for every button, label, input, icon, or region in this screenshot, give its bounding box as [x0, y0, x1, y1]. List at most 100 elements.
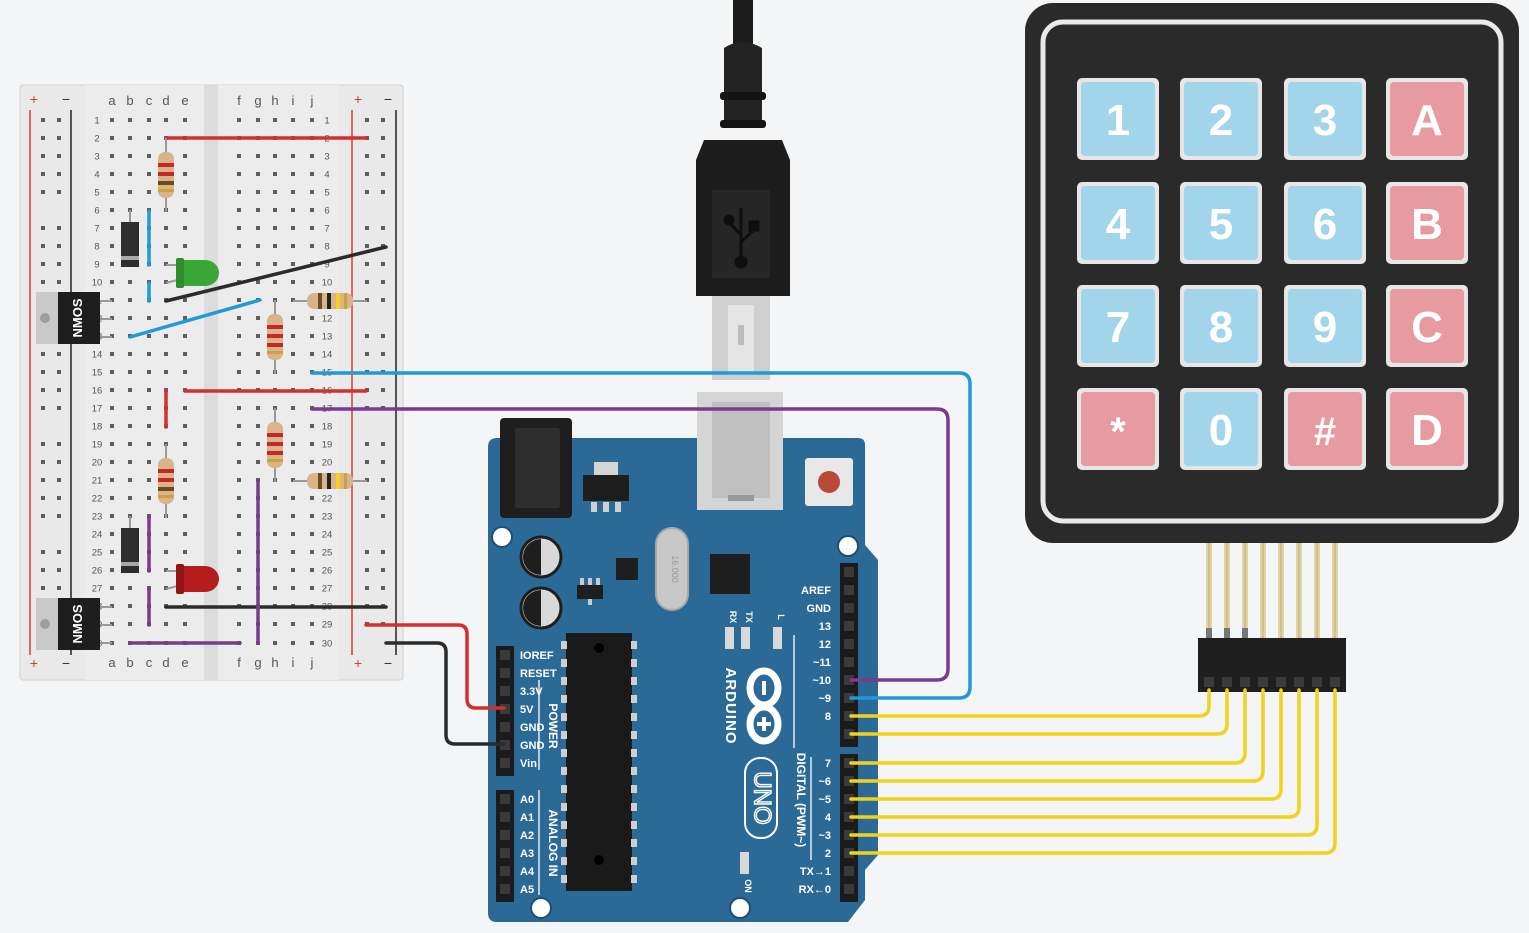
- breadboard-hole[interactable]: [291, 154, 295, 158]
- breadboard-hole[interactable]: [164, 352, 168, 356]
- breadboard-hole[interactable]: [273, 244, 277, 248]
- header-pin[interactable]: [844, 848, 854, 858]
- breadboard-hole[interactable]: [273, 190, 277, 194]
- rail-hole[interactable]: [381, 136, 385, 140]
- breadboard-hole[interactable]: [273, 226, 277, 230]
- rail-hole[interactable]: [57, 388, 61, 392]
- breadboard-hole[interactable]: [256, 154, 260, 158]
- breadboard-hole[interactable]: [183, 622, 187, 626]
- breadboard-hole[interactable]: [310, 550, 314, 554]
- rail-hole[interactable]: [41, 478, 45, 482]
- resistor-r1[interactable]: [158, 138, 174, 212]
- rail-hole[interactable]: [381, 568, 385, 572]
- header-pin[interactable]: [500, 722, 510, 732]
- key-4[interactable]: 4: [1077, 182, 1159, 264]
- breadboard-hole[interactable]: [147, 352, 151, 356]
- breadboard-hole[interactable]: [237, 172, 241, 176]
- breadboard-hole[interactable]: [128, 424, 132, 428]
- breadboard-hole[interactable]: [110, 154, 114, 158]
- connector-pin[interactable]: [1330, 677, 1340, 687]
- breadboard-hole[interactable]: [237, 262, 241, 266]
- breadboard-hole[interactable]: [164, 118, 168, 122]
- header-pin[interactable]: [500, 830, 510, 840]
- breadboard-hole[interactable]: [256, 262, 260, 266]
- breadboard-hole[interactable]: [273, 496, 277, 500]
- breadboard-hole[interactable]: [256, 190, 260, 194]
- breadboard-hole[interactable]: [110, 172, 114, 176]
- breadboard-hole[interactable]: [237, 154, 241, 158]
- breadboard-hole[interactable]: [110, 208, 114, 212]
- breadboard-hole[interactable]: [183, 298, 187, 302]
- breadboard-hole[interactable]: [183, 370, 187, 374]
- rail-hole[interactable]: [365, 568, 369, 572]
- breadboard-hole[interactable]: [164, 316, 168, 320]
- rail-hole[interactable]: [381, 442, 385, 446]
- header-pin[interactable]: [844, 776, 854, 786]
- usb-cable[interactable]: [696, 0, 790, 380]
- rail-hole[interactable]: [381, 190, 385, 194]
- breadboard-hole[interactable]: [256, 424, 260, 428]
- header-pin[interactable]: [500, 812, 510, 822]
- rail-hole[interactable]: [365, 226, 369, 230]
- header-pin[interactable]: [844, 812, 854, 822]
- rail-hole[interactable]: [57, 370, 61, 374]
- breadboard-hole[interactable]: [237, 334, 241, 338]
- breadboard-hole[interactable]: [291, 208, 295, 212]
- rail-hole[interactable]: [381, 334, 385, 338]
- rail-hole[interactable]: [365, 280, 369, 284]
- rail-hole[interactable]: [381, 352, 385, 356]
- breadboard-hole[interactable]: [147, 190, 151, 194]
- mosfet-q2[interactable]: NMOS: [36, 598, 112, 650]
- breadboard-hole[interactable]: [183, 172, 187, 176]
- header-pin[interactable]: [500, 794, 510, 804]
- breadboard-hole[interactable]: [256, 172, 260, 176]
- breadboard-hole[interactable]: [147, 370, 151, 374]
- breadboard-hole[interactable]: [128, 622, 132, 626]
- breadboard-hole[interactable]: [310, 532, 314, 536]
- breadboard-hole[interactable]: [128, 604, 132, 608]
- breadboard-hole[interactable]: [110, 370, 114, 374]
- connector-pin[interactable]: [1312, 677, 1322, 687]
- breadboard-hole[interactable]: [237, 478, 241, 482]
- rail-hole[interactable]: [381, 280, 385, 284]
- breadboard-hole[interactable]: [256, 316, 260, 320]
- breadboard-hole[interactable]: [147, 406, 151, 410]
- breadboard-hole[interactable]: [237, 622, 241, 626]
- key-3[interactable]: 3: [1284, 78, 1366, 160]
- breadboard-hole[interactable]: [183, 244, 187, 248]
- breadboard-hole[interactable]: [273, 172, 277, 176]
- breadboard-hole[interactable]: [183, 496, 187, 500]
- breadboard-hole[interactable]: [183, 190, 187, 194]
- header-pin[interactable]: [844, 639, 854, 649]
- rail-hole[interactable]: [365, 352, 369, 356]
- breadboard-hole[interactable]: [164, 550, 168, 554]
- header-pin[interactable]: [500, 686, 510, 696]
- rail-hole[interactable]: [41, 172, 45, 176]
- breadboard-hole[interactable]: [291, 334, 295, 338]
- breadboard-hole[interactable]: [147, 334, 151, 338]
- breadboard-hole[interactable]: [291, 118, 295, 122]
- breadboard-hole[interactable]: [128, 172, 132, 176]
- rail-hole[interactable]: [57, 190, 61, 194]
- header-pin[interactable]: [844, 693, 854, 703]
- breadboard-hole[interactable]: [291, 622, 295, 626]
- rail-hole[interactable]: [57, 478, 61, 482]
- key-star[interactable]: *: [1077, 388, 1159, 470]
- header-pin[interactable]: [844, 794, 854, 804]
- header-pin[interactable]: [844, 866, 854, 876]
- breadboard-hole[interactable]: [291, 316, 295, 320]
- resistor-r4[interactable]: [158, 444, 174, 518]
- key-D[interactable]: D: [1386, 388, 1468, 470]
- breadboard-hole[interactable]: [183, 334, 187, 338]
- breadboard-hole[interactable]: [237, 352, 241, 356]
- breadboard-hole[interactable]: [237, 244, 241, 248]
- rail-hole[interactable]: [57, 406, 61, 410]
- breadboard-hole[interactable]: [237, 406, 241, 410]
- diode-d1[interactable]: [121, 210, 139, 267]
- rail-hole[interactable]: [41, 586, 45, 590]
- breadboard-hole[interactable]: [237, 316, 241, 320]
- resistor-r6[interactable]: [293, 473, 367, 489]
- breadboard-hole[interactable]: [128, 478, 132, 482]
- rail-hole[interactable]: [381, 226, 385, 230]
- rail-hole[interactable]: [57, 262, 61, 266]
